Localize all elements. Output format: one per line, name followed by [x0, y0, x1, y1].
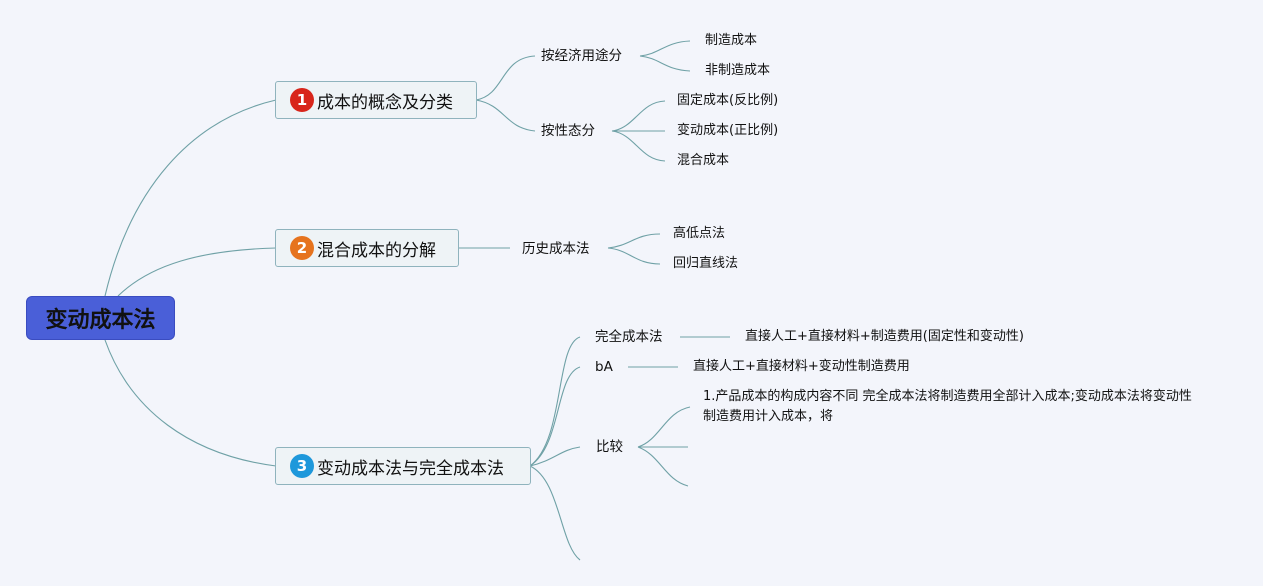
- leaf-absorption-formula[interactable]: 直接人工+直接材料+制造费用(固定性和变动性): [745, 328, 1024, 346]
- number-badge-icon: 3: [290, 454, 314, 478]
- link-sub-3-leaf-2: [607, 247, 661, 265]
- main-topic-3[interactable]: 3 变动成本法与完全成本法: [275, 447, 531, 485]
- subtopic-label: 完全成本法: [595, 329, 663, 345]
- leaf-label: 1.产品成本的构成内容不同 完全成本法将制造费用全部计入成本;变动成本法将变动性…: [703, 389, 1192, 424]
- link-sub-3-leaf-1: [607, 233, 661, 249]
- link-sub-1-leaf-2: [639, 55, 691, 72]
- leaf-regression-method[interactable]: 回归直线法: [673, 255, 738, 273]
- leaf-label: 高低点法: [673, 226, 726, 241]
- leaf-label: 直接人工+直接材料+变动性制造费用: [693, 359, 910, 374]
- main-topic-label: 变动成本法与完全成本法: [317, 458, 504, 479]
- leaf-label: 非制造成本: [705, 63, 771, 78]
- leaf-label: 制造成本: [705, 33, 758, 48]
- root-topic[interactable]: 变动成本法: [26, 296, 175, 340]
- link-sub-6-leaf-1: [637, 406, 691, 448]
- link-sub-1-leaf-1: [639, 40, 691, 57]
- leaf-variable-formula[interactable]: 直接人工+直接材料+变动性制造费用: [693, 358, 910, 376]
- link-sub-6-leaf-3: [637, 446, 689, 487]
- subtopic-economic-use[interactable]: 按经济用途分: [541, 47, 622, 65]
- leaf-non-manufacturing-cost[interactable]: 非制造成本: [705, 62, 770, 80]
- link-topic-3-sub-3: [529, 446, 581, 467]
- leaf-manufacturing-cost[interactable]: 制造成本: [705, 32, 757, 50]
- subtopic-comparison[interactable]: 比较: [596, 438, 623, 456]
- subtopic-behavior[interactable]: 按性态分: [541, 122, 595, 140]
- subtopic-historical-cost[interactable]: 历史成本法: [522, 240, 590, 258]
- leaf-comparison-1[interactable]: 1.产品成本的构成内容不同 完全成本法将制造费用全部计入成本;变动成本法将变动性…: [703, 387, 1203, 427]
- link-topic-1-sub-2: [475, 99, 536, 132]
- main-topic-2[interactable]: 2 混合成本的分解: [275, 229, 459, 267]
- link-topic-3-sub-2: [529, 366, 581, 467]
- leaf-label: 直接人工+直接材料+制造费用(固定性和变动性): [745, 329, 1024, 344]
- leaf-label: 固定成本(反比例): [677, 93, 779, 108]
- subtopic-label: 比较: [596, 439, 623, 455]
- link-sub-2-leaf-1: [611, 100, 666, 132]
- subtopic-absorption-costing[interactable]: 完全成本法: [595, 328, 663, 346]
- main-topic-1[interactable]: 1 成本的概念及分类: [275, 81, 477, 119]
- main-topic-label: 混合成本的分解: [317, 240, 436, 261]
- main-topic-label: 成本的概念及分类: [317, 92, 453, 113]
- leaf-label: 变动成本(正比例): [677, 123, 779, 138]
- leaf-label: 回归直线法: [673, 256, 739, 271]
- root-topic-label: 变动成本法: [45, 308, 156, 333]
- leaf-variable-cost[interactable]: 变动成本(正比例): [677, 122, 778, 140]
- subtopic-label: 历史成本法: [522, 241, 590, 257]
- leaf-high-low-method[interactable]: 高低点法: [673, 225, 725, 243]
- number-badge-icon: 1: [290, 88, 314, 112]
- leaf-mixed-cost[interactable]: 混合成本: [677, 152, 729, 170]
- subtopic-label: 按经济用途分: [541, 48, 622, 64]
- leaf-label: 混合成本: [677, 153, 730, 168]
- link-topic-3-sub-4: [529, 465, 581, 561]
- leaf-fixed-cost[interactable]: 固定成本(反比例): [677, 92, 778, 110]
- link-root-topic-1: [104, 99, 277, 297]
- link-topic-1-sub-1: [475, 55, 536, 101]
- link-sub-2-leaf-3: [611, 130, 666, 162]
- subtopic-label: 按性态分: [541, 123, 595, 139]
- link-topic-3-sub-1: [529, 336, 581, 467]
- number-badge-icon: 2: [290, 236, 314, 260]
- link-root-topic-2: [117, 247, 277, 297]
- subtopic-label: bA: [595, 359, 613, 375]
- link-root-topic-3: [104, 339, 277, 467]
- subtopic-ba[interactable]: bA: [595, 358, 613, 376]
